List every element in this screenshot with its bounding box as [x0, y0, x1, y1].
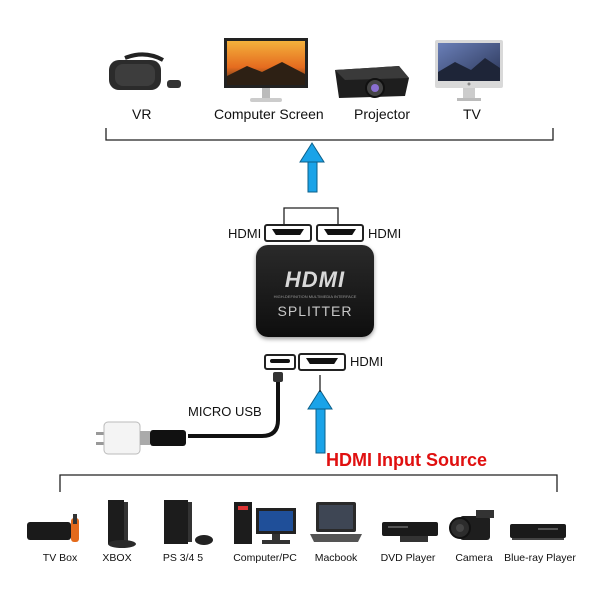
output-label-tv: TV [463, 106, 481, 122]
ps-image [160, 498, 214, 550]
source-label-macbook: Macbook [314, 552, 358, 564]
vr-headset-image [105, 48, 185, 100]
input-source-title: HDMI Input Source [326, 450, 487, 470]
source-label-camera: Camera [455, 552, 493, 564]
hdmi-out-left-port [264, 224, 312, 242]
source-label-xbox: XBOX [102, 552, 132, 564]
micro-usb-port [264, 354, 296, 370]
source-label-tv-box: TV Box [42, 552, 78, 564]
hdmi-out-right-label: HDMI [368, 226, 402, 241]
splitter-box: HDMI HIGH-DEFINITION MULTIMEDIA INTERFAC… [256, 245, 374, 337]
splitter-brand: HDMI [284, 267, 346, 292]
hdmi-in-label: HDMI [350, 354, 384, 369]
hdmi-in-port [298, 353, 346, 371]
usb-power-adapter-image [96, 418, 192, 458]
splitter-label: SPLITTER [277, 303, 353, 319]
tv-box-image [25, 512, 85, 546]
bluray-player-image [508, 516, 568, 544]
dvd-player-image [380, 516, 440, 544]
source-label-dvd: DVD Player [380, 552, 436, 564]
output-label-vr: VR [132, 106, 152, 122]
micro-usb-label: MICRO USB [188, 404, 262, 419]
output-label-computer-screen: Computer Screen [214, 106, 324, 122]
tv-image [433, 38, 505, 104]
output-label-projector: Projector [354, 106, 411, 122]
camera-image [446, 506, 502, 550]
projector-image [329, 58, 413, 102]
splitter-fine-print: HIGH-DEFINITION MULTIMEDIA INTERFACE [273, 294, 357, 299]
computer-pc-image [232, 500, 298, 548]
hdmi-out-right-port [316, 224, 364, 242]
source-label-bluray: Blue-ray Player [504, 552, 576, 564]
source-label-pc: Computer/PC [233, 552, 297, 564]
hdmi-out-left-label: HDMI [228, 226, 262, 241]
xbox-image [104, 498, 138, 550]
computer-screen-image [222, 36, 310, 104]
micro-usb-plug [273, 372, 283, 382]
source-label-ps: PS 3/4 5 [162, 552, 204, 564]
macbook-image [308, 500, 364, 546]
